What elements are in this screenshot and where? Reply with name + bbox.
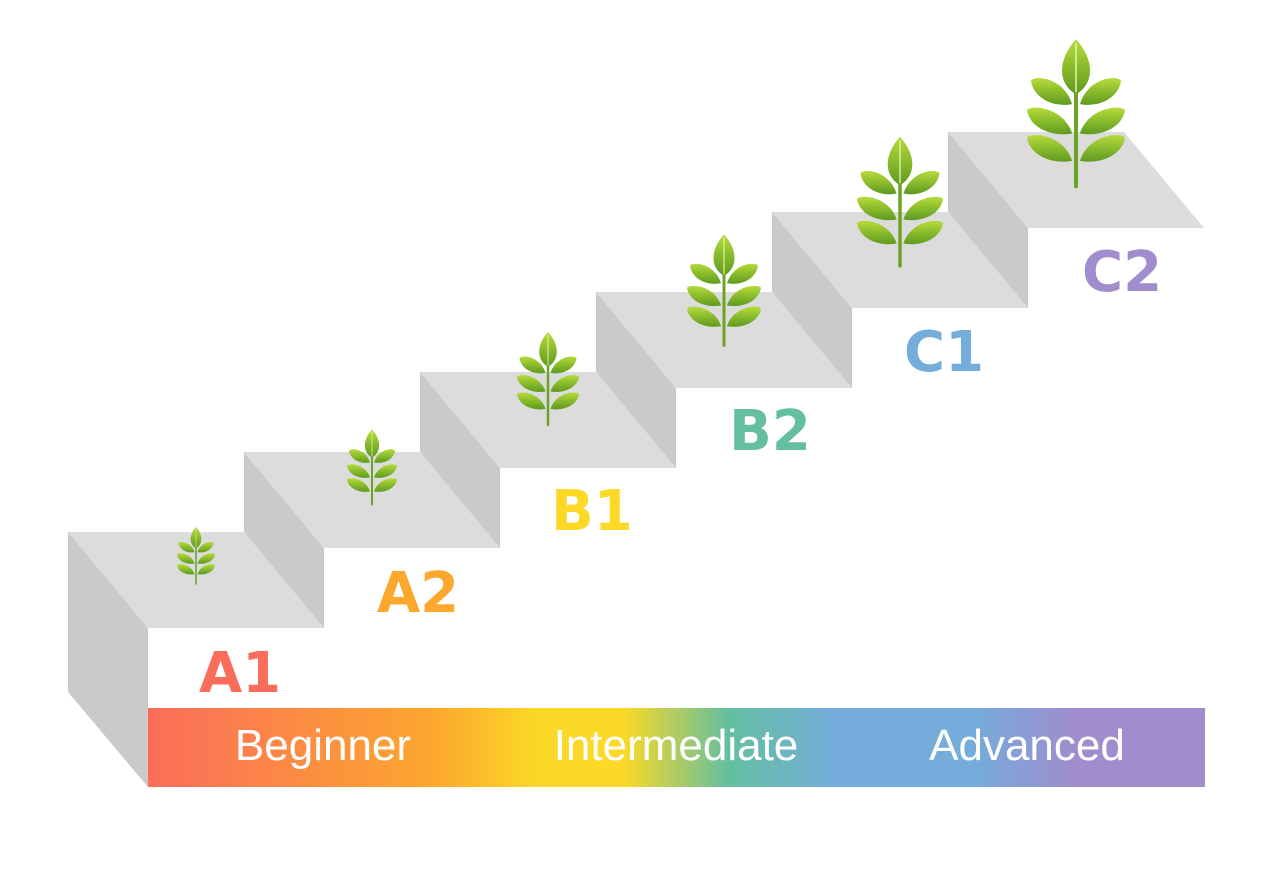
proficiency-band xyxy=(148,708,1205,787)
level-label-b1: B1 xyxy=(551,479,633,544)
step-riser-b1 xyxy=(420,372,500,548)
level-label-c2: C2 xyxy=(1082,240,1162,305)
band-label-intermediate: Intermediate xyxy=(554,721,799,770)
step-riser-c1 xyxy=(772,212,852,388)
level-labels: A1 A2 B1 B2 C1 C2 xyxy=(199,240,1162,706)
staircase-side-face xyxy=(68,532,148,787)
level-label-a1: A1 xyxy=(199,641,281,706)
band-label-beginner: Beginner xyxy=(235,721,411,770)
level-label-a2: A2 xyxy=(377,561,459,626)
step-riser-b2 xyxy=(596,292,676,468)
level-label-b2: B2 xyxy=(729,399,811,464)
step-riser-a2 xyxy=(244,452,324,628)
step-riser-c2 xyxy=(948,132,1028,308)
level-label-c1: C1 xyxy=(904,320,984,385)
steps xyxy=(68,132,1204,628)
band-label-advanced: Advanced xyxy=(929,721,1125,770)
